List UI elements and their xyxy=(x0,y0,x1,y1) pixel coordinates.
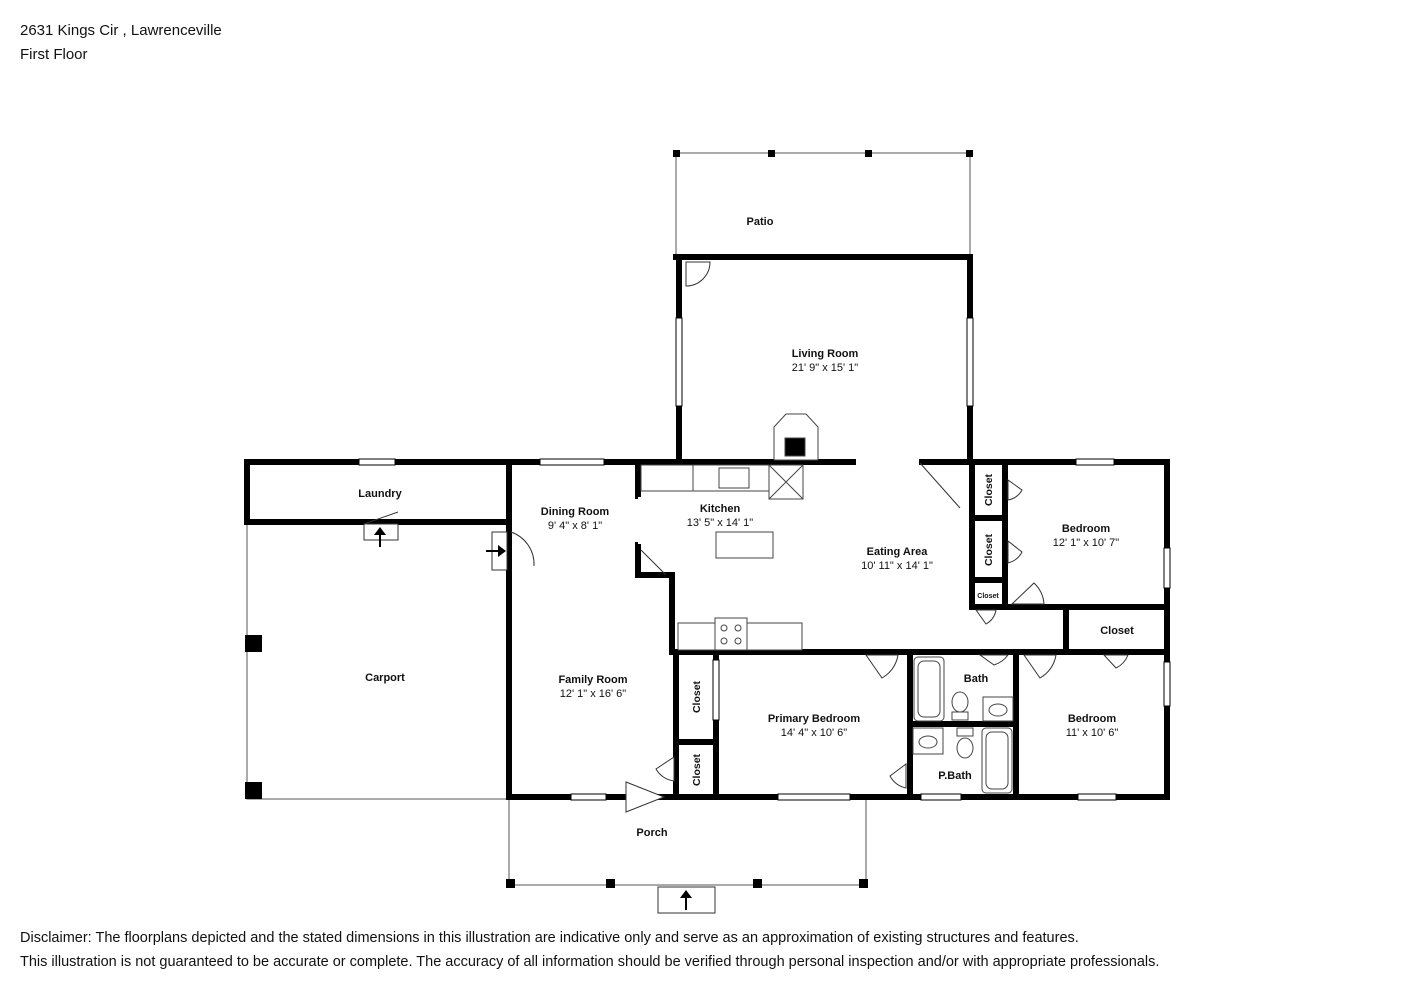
carport-posts xyxy=(245,635,262,799)
bedroom-ne-dims: 12' 1" x 10' 7" xyxy=(1053,537,1120,549)
doors xyxy=(363,261,1129,914)
closet-fam1-label: Closet xyxy=(691,680,703,713)
living-room-label: Living Room xyxy=(792,348,859,360)
laundry-label: Laundry xyxy=(358,488,402,500)
bath-label: Bath xyxy=(964,673,989,685)
kitchen-label: Kitchen xyxy=(700,503,741,515)
family-room-dims: 12' 1" x 16' 6" xyxy=(560,688,627,700)
bedroom-se-dims: 11' x 10' 6" xyxy=(1066,727,1119,739)
patio-posts xyxy=(673,150,973,157)
kitchen-island xyxy=(715,531,774,559)
disclaimer-line-2: This illustration is not guaranteed to b… xyxy=(20,954,1160,970)
eating-area-dims: 10' 11" x 14' 1" xyxy=(861,560,933,572)
closet-ne1-label: Closet xyxy=(983,473,995,506)
family-room-label: Family Room xyxy=(558,674,627,686)
kitchen-sink xyxy=(718,467,750,489)
arrows xyxy=(374,527,692,910)
toilet xyxy=(951,691,969,713)
eating-area-label: Eating Area xyxy=(867,546,929,558)
windows xyxy=(358,317,1171,801)
closet-fam2-label: Closet xyxy=(691,753,703,786)
stove xyxy=(714,617,748,651)
closet-hall-label: Closet xyxy=(1100,625,1134,637)
carport-label: Carport xyxy=(365,672,405,684)
closet-small-label: Closet xyxy=(977,593,999,600)
kitchen-dims: 13' 5" x 14' 1" xyxy=(687,517,754,529)
dining-room-label: Dining Room xyxy=(541,506,610,518)
pbath-label: P.Bath xyxy=(938,770,972,782)
patio-door xyxy=(685,261,711,287)
fixtures xyxy=(640,413,1014,794)
floor-title: First Floor xyxy=(20,46,88,63)
primary-bedroom-label: Primary Bedroom xyxy=(768,713,861,725)
bedroom-ne-label: Bedroom xyxy=(1062,523,1111,535)
disclaimer-line-1: Disclaimer: The floorplans depicted and … xyxy=(20,930,1079,946)
openings xyxy=(638,458,919,544)
living-room-dims: 21' 9" x 15' 1" xyxy=(792,362,859,374)
primary-bedroom-dims: 14' 4" x 10' 6" xyxy=(781,727,848,739)
bedroom-se-label: Bedroom xyxy=(1068,713,1117,725)
pbath-toilet xyxy=(956,737,974,759)
closet-ne2-label: Closet xyxy=(983,533,995,566)
porch-label: Porch xyxy=(636,827,667,839)
patio-label: Patio xyxy=(747,216,774,228)
dining-room-dims: 9' 4" x 8' 1" xyxy=(548,520,602,532)
address-title: 2631 Kings Cir , Lawrenceville xyxy=(20,22,222,39)
room-labels: Patio Living Room 21' 9" x 15' 1" Laundr… xyxy=(358,216,1134,839)
porch-posts xyxy=(506,879,868,888)
